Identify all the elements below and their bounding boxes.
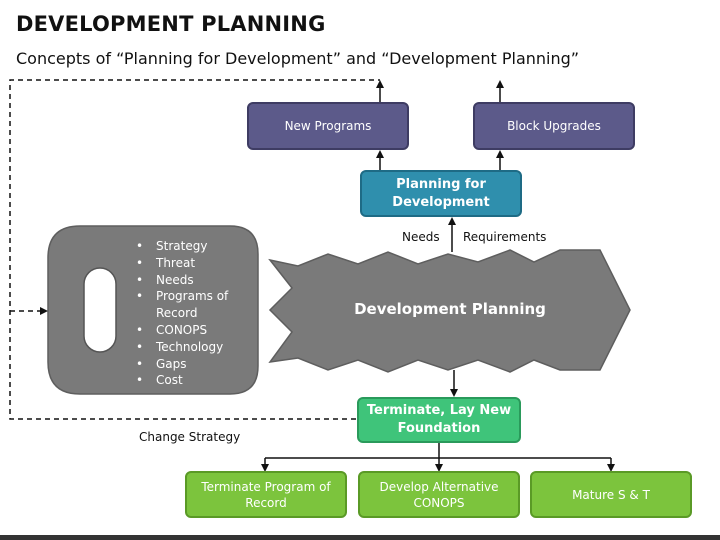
- development-planning-label: Development Planning: [354, 300, 546, 318]
- mature-box: Mature S & T: [530, 471, 692, 518]
- change-strategy-label: Change Strategy: [139, 430, 241, 444]
- page-subtitle: Concepts of “Planning for Development” a…: [16, 49, 580, 68]
- terminate-lay-foundation-box: Terminate, Lay New Foundation: [357, 397, 521, 443]
- bullet-item: Programs of Record: [136, 288, 246, 322]
- change-strategy-dashed-line: [9, 79, 380, 420]
- bullet-item: CONOPS: [136, 322, 246, 339]
- bullet-item: Gaps: [136, 356, 246, 373]
- bullet-item: Technology: [136, 339, 246, 356]
- bullet-item: Needs: [136, 272, 246, 289]
- requirements-label: Requirements: [463, 230, 547, 244]
- bullet-item: Cost: [136, 372, 246, 389]
- needs-label: Needs: [402, 230, 440, 244]
- planning-for-development-box: Planning for Development: [360, 170, 522, 217]
- bullet-item: Threat: [136, 255, 246, 272]
- bullet-text: Programs of Record: [156, 289, 229, 321]
- footer-bar: [0, 535, 720, 540]
- terminate-program-box: Terminate Program of Record: [185, 471, 347, 518]
- new-programs-box: New Programs: [247, 102, 409, 150]
- bullet-item: Strategy: [136, 238, 246, 255]
- page-title: DEVELOPMENT PLANNING: [16, 12, 326, 36]
- key-slot: [83, 267, 117, 353]
- block-upgrades-box: Block Upgrades: [473, 102, 635, 150]
- key-bullet-list: Strategy Threat Needs Programs of Record…: [136, 238, 246, 389]
- development-planning-arrow: [268, 249, 631, 373]
- develop-alternative-box: Develop Alternative CONOPS: [358, 471, 520, 518]
